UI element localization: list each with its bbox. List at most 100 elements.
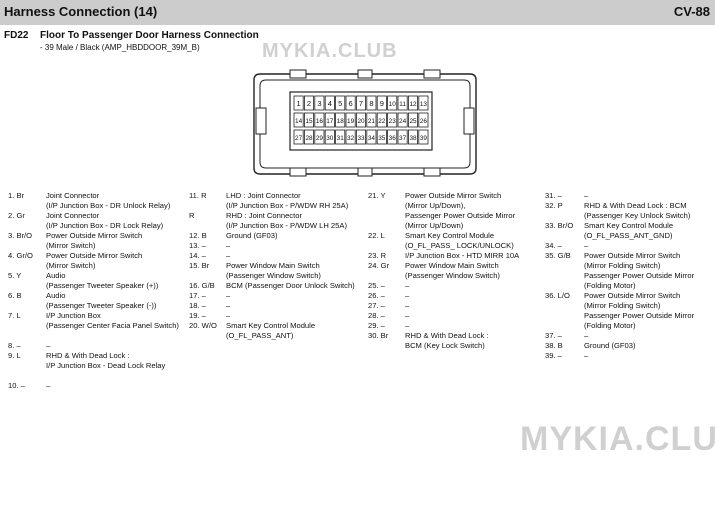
pin-number: 33	[357, 135, 365, 142]
pin-number: 14	[295, 118, 303, 125]
pin-cell	[356, 95, 367, 111]
pin-label: 20. W/O	[189, 321, 217, 330]
pin-cell	[293, 95, 304, 111]
pin-cell	[356, 112, 367, 128]
pin-number: 4	[328, 99, 332, 108]
pin-cell	[418, 129, 429, 145]
pin-cell	[418, 112, 429, 128]
pin-number: 5	[338, 99, 342, 108]
pin-description: (I/P Junction Box - DR Lock Relay)	[46, 221, 164, 230]
pin-label: 30. Br	[368, 331, 389, 340]
pin-number: 28	[305, 135, 313, 142]
pin-description: Power Window Main Switch	[226, 261, 320, 270]
pin-cell	[304, 129, 315, 145]
pin-cell	[407, 129, 418, 145]
pin-label: 16. G/B	[189, 281, 215, 290]
pin-cell	[376, 112, 387, 128]
pin-description: RHD & With Dead Lock : BCM	[584, 201, 687, 210]
pin-number: 26	[420, 118, 428, 125]
pin-cell	[418, 95, 429, 111]
pin-number: 21	[368, 118, 376, 125]
pin-description: Audio	[46, 291, 66, 300]
pin-description: (Passenger Tweeter Speaker (-))	[46, 301, 157, 310]
pin-description: (Passenger Tweeter Speaker (+))	[46, 281, 159, 290]
pin-cell	[387, 95, 398, 111]
pin-number: 3	[317, 99, 321, 108]
pin-label: 26. –	[368, 291, 385, 300]
pin-description: Ground (GF03)	[584, 341, 636, 350]
pin-number: 35	[378, 135, 386, 142]
pin-label: 37. –	[545, 331, 562, 340]
connector-code: FD22	[4, 30, 29, 41]
pin-description: Power Outside Mirror Switch	[46, 251, 143, 260]
pin-cell	[366, 95, 377, 111]
pin-cell	[314, 95, 325, 111]
pin-number: 2	[307, 99, 311, 108]
pin-number: 36	[389, 135, 397, 142]
pin-cell	[304, 112, 315, 128]
pin-description: –	[584, 241, 589, 250]
pin-description: (O_FL_PASS_ANT_GND)	[584, 231, 673, 240]
pin-number: 37	[399, 135, 407, 142]
pin-description: –	[226, 241, 231, 250]
pin-description: –	[584, 351, 589, 360]
pin-description: –	[405, 281, 410, 290]
pin-cell	[324, 129, 335, 145]
pin-cell	[314, 129, 325, 145]
pin-description: Smart Key Control Module	[584, 221, 674, 230]
pin-description: –	[405, 321, 410, 330]
pin-number: 34	[368, 135, 376, 142]
watermark-top: MYKIA.CLUB	[262, 40, 398, 62]
top-tab-center	[357, 69, 373, 79]
pin-number: 24	[399, 118, 407, 125]
pin-number: 17	[326, 118, 334, 125]
pin-number: 6	[349, 99, 353, 108]
pin-cell	[387, 129, 398, 145]
pin-description: (O_FL_PASS_ LOCK/UNLOCK)	[405, 241, 514, 250]
pin-cell	[335, 95, 346, 111]
top-tab-left	[289, 69, 307, 79]
pin-cell	[407, 112, 418, 128]
pin-label: 5. Y	[8, 271, 22, 280]
pin-description: LHD : Joint Connector	[226, 191, 301, 200]
pin-label: 1. Br	[8, 191, 25, 200]
page-code: CV-88	[673, 4, 710, 19]
pin-label: 18. –	[189, 301, 206, 310]
pin-label: 15. Br	[189, 261, 210, 270]
pin-description: Power Outside Mirror Switch	[405, 191, 502, 200]
pin-number: 25	[409, 118, 417, 125]
pin-cell	[366, 112, 377, 128]
pin-number: 13	[420, 101, 428, 108]
pin-description: (Mirror Switch)	[46, 241, 96, 250]
pin-label: 29. –	[368, 321, 385, 330]
pin-description: –	[226, 301, 231, 310]
bottom-tab-left	[289, 167, 307, 177]
pin-description: Smart Key Control Module	[405, 231, 495, 240]
pin-label: 34. –	[545, 241, 562, 250]
pin-cell	[397, 112, 408, 128]
pin-number: 29	[316, 135, 324, 142]
pin-description: –	[226, 251, 231, 260]
pin-cell	[397, 129, 408, 145]
pin-number: 23	[389, 118, 397, 125]
pin-description: (Passenger Center Facia Panel Switch)	[46, 321, 179, 330]
pin-number: 32	[347, 135, 355, 142]
pin-description: (Folding Motor)	[584, 281, 636, 290]
pin-cell	[387, 112, 398, 128]
pin-description: (Folding Motor)	[584, 321, 636, 330]
pin-description: –	[46, 381, 51, 390]
pin-cell	[324, 95, 335, 111]
pin-label: 10. –	[8, 381, 25, 390]
pin-number: 38	[409, 135, 417, 142]
pin-label: 19. –	[189, 311, 206, 320]
pin-label: 31. –	[545, 191, 562, 200]
pin-number: 8	[369, 99, 373, 108]
pin-description: Power Window Main Switch	[405, 261, 499, 270]
pin-label: 7. L	[8, 311, 21, 320]
pin-number: 15	[305, 118, 313, 125]
pin-description: (Mirror Folding Switch)	[584, 261, 661, 270]
pin-description: RHD & With Dead Lock :	[46, 351, 130, 360]
pin-number: 39	[420, 135, 428, 142]
connector-name: Floor To Passenger Door Harness Connecti…	[40, 30, 259, 41]
